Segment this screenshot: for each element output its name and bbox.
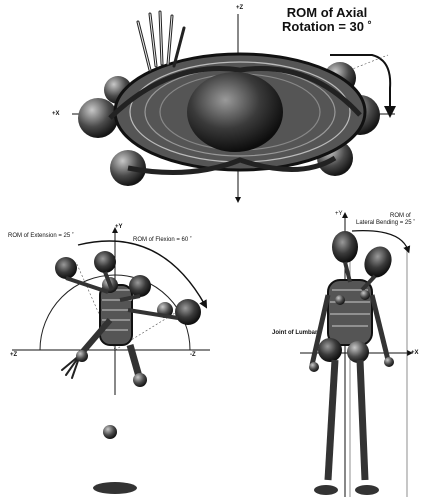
axial-rotation-title: ROM of Axial Rotation = 30 ˚ — [262, 6, 392, 34]
left-z-neg-label: -Z — [190, 352, 196, 358]
top-z-axis-label: +Z — [236, 5, 243, 11]
right-x-axis-label: +X — [411, 350, 419, 356]
head-neutral — [94, 251, 116, 273]
lateral-rom-line1: ROM of — [390, 213, 411, 219]
head-neutral — [332, 231, 358, 263]
right-y-axis-label: +Y — [335, 211, 343, 217]
head-lateral — [359, 242, 396, 282]
head-extension — [55, 257, 77, 279]
flexion-rom-label: ROM of Flexion = 60 ˚ — [133, 237, 192, 243]
left-y-axis-label: +Y — [115, 224, 123, 230]
head-mid — [129, 275, 151, 297]
extension-rom-label: ROM of Extension = 25 ˚ — [8, 233, 74, 239]
axial-title-line2: Rotation = 30 ˚ — [282, 19, 372, 34]
head-flexion — [175, 299, 201, 325]
axial-title-line1: ROM of Axial — [287, 5, 367, 20]
top-x-axis-label: +X — [52, 111, 60, 117]
lateral-bending-panel — [300, 215, 410, 497]
joint-of-lumbar-label: Joint of Lumbar — [272, 330, 317, 336]
flexion-extension-panel — [12, 230, 210, 494]
left-z-pos-label: +Z — [10, 352, 17, 358]
skull — [187, 72, 283, 152]
lateral-rom-line2: Lateral Bending = 25 ˚ — [356, 220, 415, 226]
axial-rotation-panel — [72, 12, 395, 200]
